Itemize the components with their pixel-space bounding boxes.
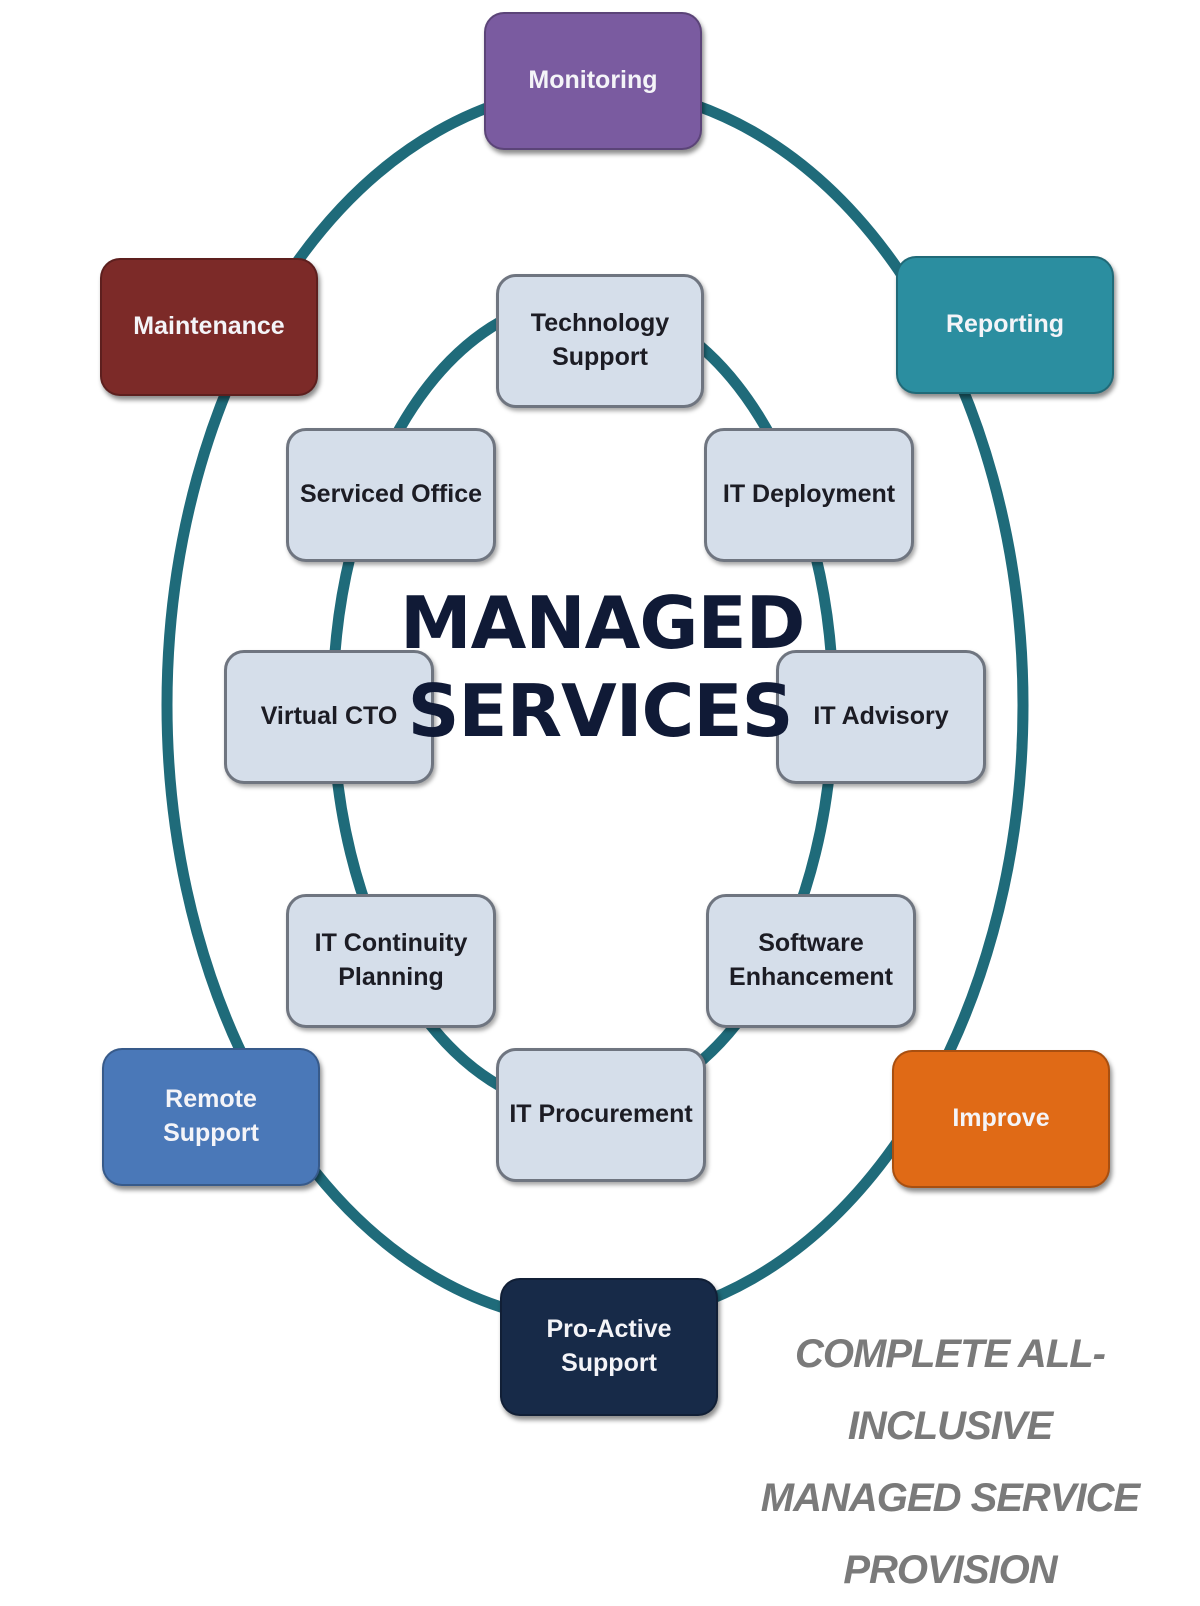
inner-node-it-continuity-planning[interactable]: IT Continuity Planning: [286, 894, 496, 1028]
inner-node-label-line: Support: [552, 343, 648, 371]
outer-node-label: Improve: [952, 1104, 1050, 1133]
outer-node-maintenance[interactable]: Maintenance: [100, 258, 318, 396]
inner-node-label-line: IT Procurement: [509, 1100, 693, 1129]
center-title-line: SERVICES: [407, 668, 794, 753]
outer-node-label: Monitoring: [528, 66, 658, 95]
tagline-line: COMPLETE ALL-INCLUSIVE: [795, 1332, 1106, 1448]
outer-node-label: Pro-Active Support: [546, 1315, 672, 1377]
inner-node-technology-support[interactable]: Technology Support: [496, 274, 704, 408]
center-title-line: MANAGED: [400, 581, 805, 665]
outer-node-improve[interactable]: Improve: [892, 1050, 1110, 1188]
inner-node-label-line: Software: [758, 929, 864, 958]
inner-node-label-line: Technology: [530, 309, 670, 338]
inner-node-it-procurement[interactable]: IT Procurement: [496, 1048, 706, 1182]
outer-node-remote-support[interactable]: Remote Support: [102, 1048, 320, 1186]
outer-node-monitoring[interactable]: Monitoring: [484, 12, 702, 150]
outer-node-label: Reporting: [945, 310, 1065, 339]
outer-node-pro-active-support[interactable]: Pro-Active Support: [500, 1278, 718, 1416]
tagline-line: MANAGED SERVICE: [760, 1476, 1140, 1520]
inner-node-serviced-office[interactable]: Serviced Office: [286, 428, 496, 562]
inner-node-label-line: IT Continuity: [314, 929, 468, 958]
inner-node-virtual-cto[interactable]: Virtual CTO: [224, 650, 434, 784]
inner-node-label-line: Serviced Office: [299, 480, 483, 509]
inner-node-label-line: IT Deployment: [722, 480, 896, 509]
inner-node-it-advisory[interactable]: IT Advisory: [776, 650, 986, 784]
inner-node-label-line: Virtual CTO: [260, 702, 398, 731]
inner-node-it-deployment[interactable]: IT Deployment: [704, 428, 914, 562]
outer-node-label: Remote Support: [163, 1085, 259, 1147]
inner-node-label-line: Enhancement: [729, 963, 893, 991]
tagline: COMPLETE ALL-INCLUSIVE MANAGED SERVICE P…: [740, 1318, 1160, 1606]
outer-node-reporting[interactable]: Reporting: [896, 256, 1114, 394]
inner-node-software-enhancement[interactable]: Software Enhancement: [706, 894, 916, 1028]
center-title: MANAGED SERVICES: [400, 580, 805, 756]
inner-node-label-line: IT Advisory: [813, 702, 949, 731]
outer-node-label: Maintenance: [133, 312, 285, 341]
inner-node-label-line: Planning: [338, 963, 444, 991]
tagline-line: PROVISION: [843, 1548, 1057, 1592]
